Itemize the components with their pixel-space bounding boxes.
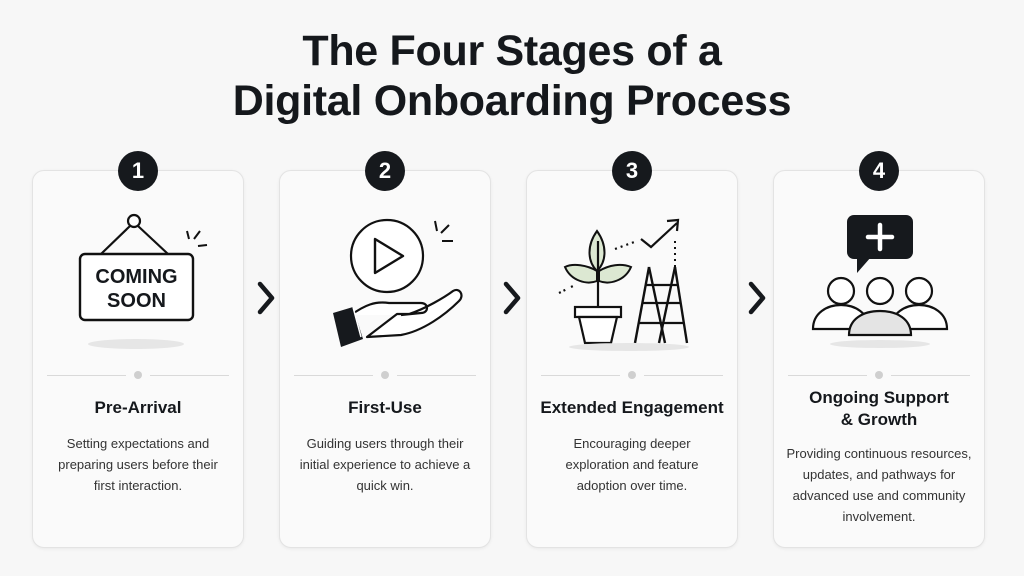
stage-card-ongoing-support: 4 Ongoing Support & Growth Providing con… [773,151,985,548]
stage-title: Pre-Arrival [94,398,182,417]
divider [788,371,970,379]
coming-soon-sign-icon: COMING SOON [33,201,243,351]
stage-description: Guiding users through their initial expe… [299,436,471,493]
community-support-icon [774,201,984,351]
title-line-1: The Four Stages of a [302,27,722,75]
stage-card-first-use: 2 First-Use Guiding users through their … [279,151,491,548]
title-line-2: Digital Onboarding Process [232,77,792,125]
stage-number-badge: 3 [612,151,652,191]
plant-ladder-growth-icon [527,201,737,351]
page-title: The Four Stages of a Digital Onboarding … [0,26,1024,126]
stage-title: Extended Engagement [540,398,724,417]
hand-holding-play-button-icon [280,201,490,351]
chevron-right-icon [745,280,769,316]
stage-title: First-Use [348,398,422,417]
stage-description: Encouraging deeper exploration and featu… [565,436,699,493]
divider [47,371,229,379]
stage-card-pre-arrival: 1 COMING SOON Pre-Arrival Setting expect… [32,151,244,548]
chevron-right-icon [254,280,278,316]
divider [294,371,476,379]
chevron-right-icon [500,280,524,316]
divider [541,371,723,379]
stage-number-badge: 2 [365,151,405,191]
stage-number-badge: 4 [859,151,899,191]
stage-title: Ongoing Support & Growth [809,388,949,429]
stage-description: Setting expectations and preparing users… [58,436,218,493]
stage-card-extended-engagement: 3 Extended Engagement Encouraging de [526,151,738,548]
stage-description: Providing continuous resources, updates,… [786,446,972,524]
svg-text:COMING: COMING [95,266,177,288]
stage-number-badge: 1 [118,151,158,191]
svg-text:SOON: SOON [107,290,166,312]
